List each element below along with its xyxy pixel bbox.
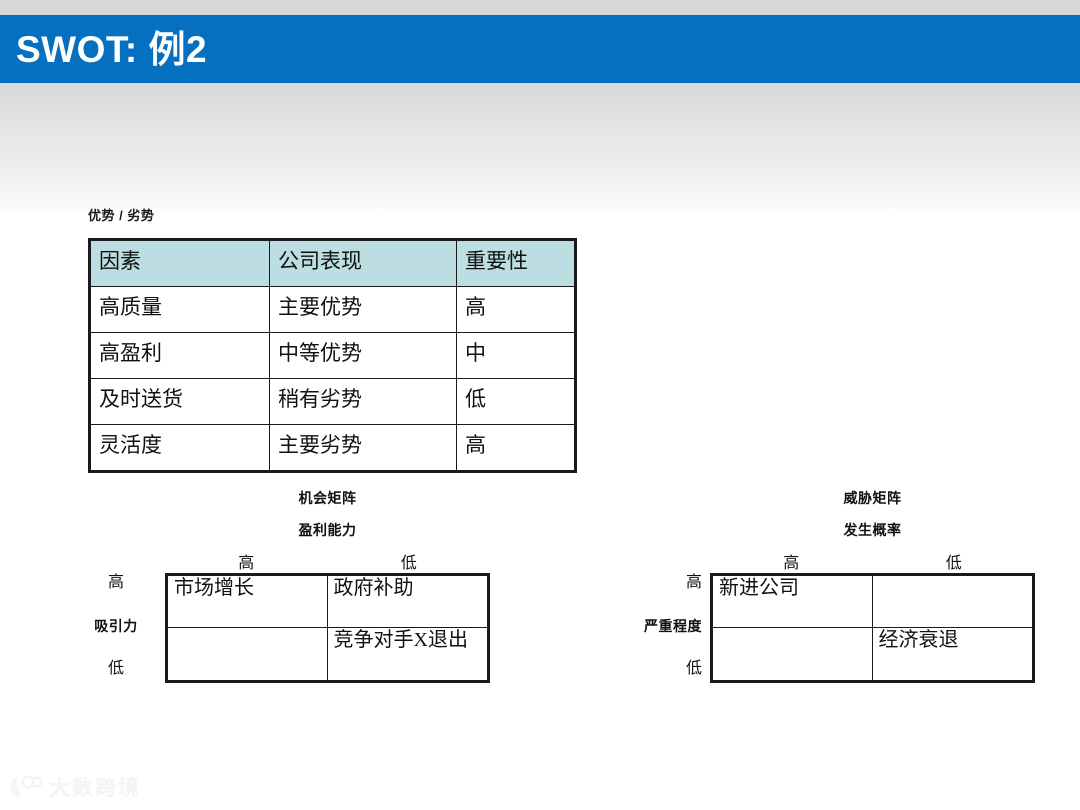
- cell-importance: 高: [456, 424, 576, 472]
- cell-performance: 主要优势: [269, 286, 457, 333]
- threat-cell-high-high: 新进公司: [713, 576, 873, 628]
- table-row: 灵活度 主要劣势 高: [89, 424, 576, 472]
- opportunity-cell-low-high: [168, 628, 328, 680]
- threat-matrix-title: 威胁矩阵: [843, 490, 902, 506]
- opportunity-row-header-high: 高: [107, 574, 124, 591]
- column-header-factor: 因素: [89, 239, 270, 287]
- table-header-row: 因素 公司表现 重要性: [89, 239, 576, 287]
- cell-importance: 中: [456, 332, 576, 379]
- opportunity-matrix: 机会矩阵 盈利能力 高 低 高 吸引力 低 市场增长 政府补助 竞争对手X退出: [75, 488, 490, 683]
- table-row: 及时送货 稍有劣势 低: [89, 378, 576, 425]
- opportunity-matrix-row-axis-label: 吸引力: [94, 618, 138, 634]
- top-strip: [0, 0, 1080, 15]
- cell-performance: 主要劣势: [269, 424, 457, 472]
- cell-factor: 高盈利: [89, 332, 270, 379]
- threat-row-header-high: 高: [685, 574, 702, 591]
- threat-matrix-body: 高 严重程度 低 新进公司 经济衰退: [620, 573, 1035, 683]
- opportunity-row-header-low: 低: [107, 660, 124, 677]
- threat-cell-high-low: [872, 576, 1032, 628]
- opportunity-cell-low-low: 竞争对手X退出: [333, 629, 468, 651]
- threat-matrix: 威胁矩阵 发生概率 高 低 高 严重程度 低 新进公司 经济衰退: [620, 488, 1035, 683]
- slide-title-bar: SWOT: 例2: [0, 15, 1080, 83]
- opportunity-matrix-body: 高 吸引力 低 市场增长 政府补助 竞争对手X退出: [75, 573, 490, 683]
- brand-logo-icon: [8, 774, 43, 800]
- table-row: 高盈利 中等优势 中: [89, 332, 576, 379]
- cell-importance: 低: [456, 378, 576, 425]
- opportunity-matrix-grid: 市场增长 政府补助 竞争对手X退出: [165, 573, 490, 683]
- opportunity-matrix-row-axis: 高 吸引力 低: [75, 573, 165, 683]
- slide-content: 优势 / 劣势 因素 公司表现 重要性 高质量 主要优势 高 高盈利: [0, 208, 1080, 810]
- threat-cell-low-low: 经济衰退: [878, 629, 959, 651]
- cell-performance: 稍有劣势: [269, 378, 457, 425]
- threat-column-header-low: 低: [945, 555, 962, 572]
- cell-factor: 高质量: [89, 286, 270, 333]
- table-row: 高质量 主要优势 高: [89, 286, 576, 333]
- watermark-text: 大数跨境: [49, 777, 141, 800]
- opportunity-matrix-title: 机会矩阵: [298, 490, 357, 506]
- opportunity-column-header-high: 高: [238, 555, 255, 572]
- threat-matrix-grid: 新进公司 经济衰退: [710, 573, 1035, 683]
- column-header-importance: 重要性: [456, 239, 576, 287]
- threat-row-header-low: 低: [685, 660, 702, 677]
- cell-importance: 高: [456, 286, 576, 333]
- cell-factor: 灵活度: [89, 424, 270, 472]
- opportunity-matrix-column-axis-label: 盈利能力: [298, 522, 357, 538]
- cell-factor: 及时送货: [89, 378, 270, 425]
- threat-matrix-row-axis-label: 严重程度: [644, 618, 702, 634]
- opportunity-cell-high-low: 政府补助: [327, 576, 487, 628]
- threat-column-header-high: 高: [783, 555, 800, 572]
- header-gradient-band: [0, 83, 1080, 218]
- threat-matrix-column-headers: 高 低: [710, 549, 1035, 573]
- strengths-weaknesses-label: 优势 / 劣势: [88, 208, 155, 223]
- watermark: 大数跨境: [8, 772, 141, 802]
- threat-matrix-row-axis: 高 严重程度 低: [620, 573, 710, 683]
- page-title: SWOT: 例2: [16, 28, 208, 70]
- threat-cell-low-high: [713, 628, 873, 680]
- column-header-performance: 公司表现: [269, 239, 457, 287]
- cell-performance: 中等优势: [269, 332, 457, 379]
- threat-matrix-column-axis-label: 发生概率: [843, 522, 902, 538]
- opportunity-cell-high-high: 市场增长: [168, 576, 328, 628]
- strengths-weaknesses-table: 因素 公司表现 重要性 高质量 主要优势 高 高盈利 中等优势 中 及时送货: [88, 238, 577, 473]
- opportunity-matrix-column-headers: 高 低: [165, 549, 490, 573]
- opportunity-column-header-low: 低: [400, 555, 417, 572]
